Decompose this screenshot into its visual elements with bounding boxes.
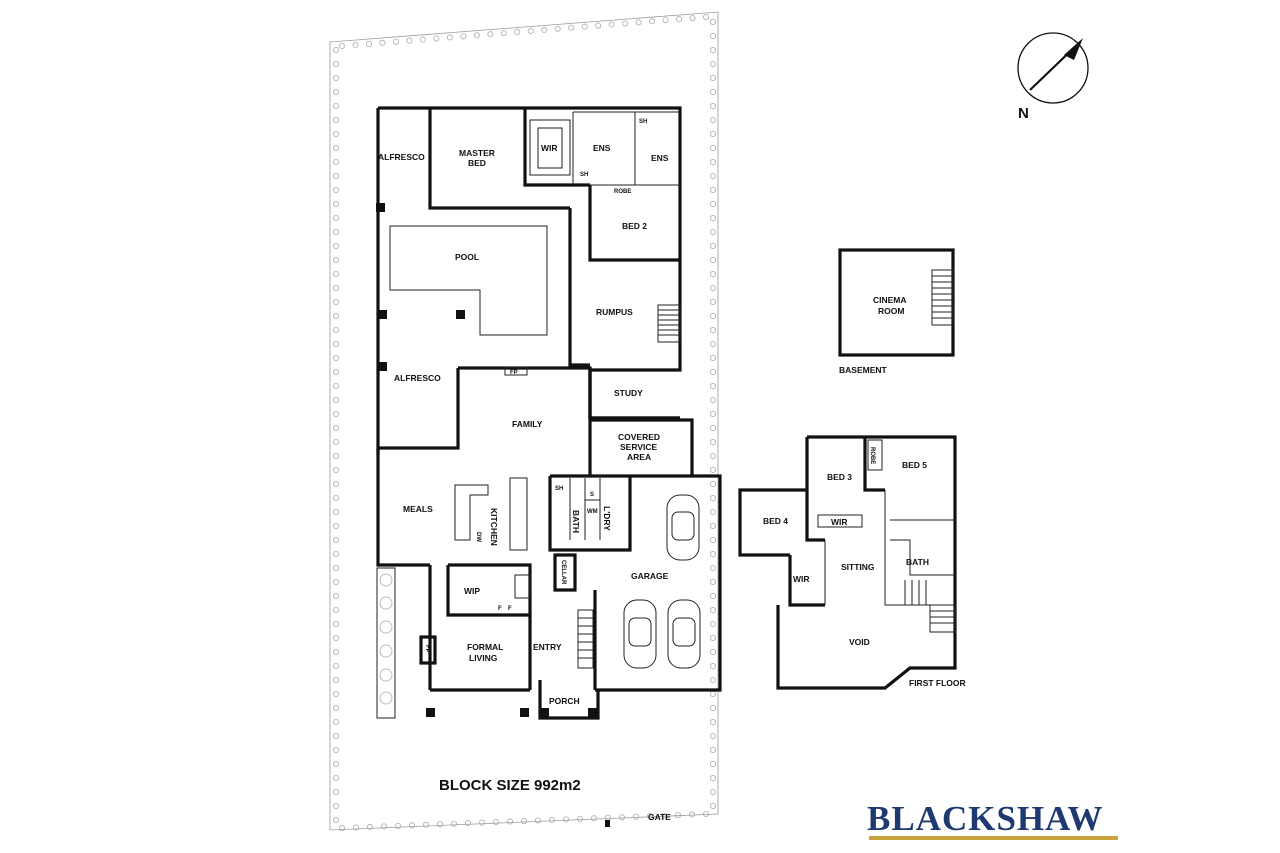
room-label-void: VOID — [849, 637, 870, 647]
room-label-master-bed-2: BED — [468, 158, 486, 168]
room-label-alfresco-top: ALFRESCO — [378, 152, 425, 162]
basement-label: BASEMENT — [839, 365, 888, 375]
room-label-bed-3: BED 3 — [827, 472, 852, 482]
label-dw: DW — [475, 532, 481, 542]
room-label-cinema-2: ROOM — [878, 306, 904, 316]
room-label-wir-bed-4: WIR — [793, 574, 810, 584]
basement-plan: CINEMA ROOM BASEMENT — [838, 248, 955, 375]
room-label-wip: WIP — [464, 586, 480, 596]
room-label-kitchen: KITCHEN — [489, 508, 499, 546]
room-label-meals: MEALS — [403, 504, 433, 514]
room-label-formal-living: FORMAL — [467, 642, 503, 652]
room-label-covered-service-1: COVERED — [618, 432, 660, 442]
room-label-entry: ENTRY — [533, 642, 562, 652]
room-label-robe: ROBE — [869, 447, 875, 464]
room-label-family: FAMILY — [512, 419, 543, 429]
room-label-covered-service-3: AREA — [627, 452, 651, 462]
first-floor-plan: BED 3 ROBE BED 5 WIR BED 4 WIR SITTING B… — [738, 435, 966, 690]
room-label-laundry: L'DRY — [602, 506, 612, 531]
room-label-bath-ground: BATH — [571, 510, 581, 533]
room-label-bed-2: BED 2 — [622, 221, 647, 231]
room-label-robe-master: ROBE — [614, 189, 631, 195]
ground-floor-labels: ALFRESCO MASTER BED WIR ENS ENS ROBE SH … — [378, 119, 669, 706]
north-arrow-icon: N — [1017, 32, 1089, 122]
boundary-hedge — [332, 13, 717, 832]
label-f-2: F — [508, 606, 512, 612]
room-label-pool: POOL — [455, 252, 479, 262]
room-label-wir-bed-3: WIR — [831, 517, 848, 527]
label-wm: WM — [587, 509, 598, 515]
gate-label: GATE — [648, 812, 671, 822]
block-size: BLOCK SIZE 992m2 — [439, 777, 581, 794]
room-label-porch: PORCH — [549, 696, 580, 706]
room-label-formal-living-2: LIVING — [469, 653, 498, 663]
label-sh-ens-1: SH — [580, 172, 588, 178]
blackshaw-logo: BLACKSHAW — [867, 799, 1118, 840]
label-s: S — [590, 492, 594, 498]
ground-floor-plan — [376, 106, 722, 720]
room-label-ens-1: ENS — [593, 143, 611, 153]
label-f-1: F — [498, 606, 502, 612]
label-fp-family: FP — [510, 370, 518, 376]
car-icon — [666, 494, 700, 561]
room-label-garage: GARAGE — [631, 571, 669, 581]
room-label-master-bed: MASTER — [459, 148, 495, 158]
first-floor-label: FIRST FLOOR — [909, 678, 966, 688]
north-label: N — [1018, 105, 1029, 122]
room-label-cellar: CELLAR — [560, 560, 566, 585]
site-boundary — [329, 11, 719, 832]
room-label-bed-4: BED 4 — [763, 516, 788, 526]
label-sh-ens-2: SH — [639, 119, 647, 125]
label-sh-ground: SH — [555, 486, 563, 492]
room-label-covered-service-2: SERVICE — [620, 442, 657, 452]
room-label-alfresco-mid: ALFRESCO — [394, 373, 441, 383]
brand-underline — [869, 836, 1118, 840]
brand-name: BLACKSHAW — [867, 799, 1104, 838]
room-label-bath: BATH — [906, 557, 929, 567]
room-label-study: STUDY — [614, 388, 643, 398]
garden-shrubs — [379, 573, 393, 705]
room-label-cinema: CINEMA — [873, 295, 907, 305]
room-label-sitting: SITTING — [841, 562, 875, 572]
room-label-rumpus: RUMPUS — [596, 307, 633, 317]
car-icon — [623, 599, 657, 669]
label-fp-living: FP — [424, 645, 430, 653]
car-icon — [667, 599, 701, 669]
room-label-wir-master: WIR — [541, 143, 558, 153]
room-label-bed-5: BED 5 — [902, 460, 927, 470]
room-label-ens-2: ENS — [651, 153, 669, 163]
